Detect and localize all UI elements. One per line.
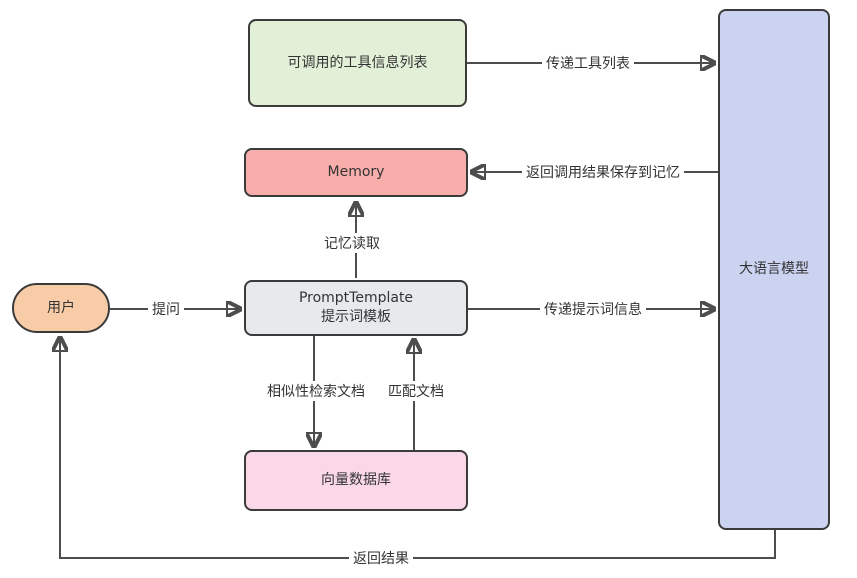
node-vector-db-label: 向量数据库 (321, 472, 391, 489)
edge-label-memory-read: 记忆读取 (320, 233, 384, 253)
node-user-label: 用户 (47, 299, 75, 316)
edge-label-return-result-to-memory: 返回调用结果保存到记忆 (522, 162, 684, 182)
node-tool-list-label: 可调用的工具信息列表 (287, 54, 428, 71)
node-memory: Memory (244, 148, 468, 197)
edge-return-result (60, 338, 776, 559)
node-user: 用户 (12, 283, 110, 333)
node-prompt-template-label-line1: PromptTemplate (298, 290, 414, 307)
edge-label-ask: 提问 (148, 299, 184, 319)
node-prompt-template: PromptTemplate 提示词模板 (244, 280, 468, 336)
node-memory-label: Memory (327, 164, 385, 181)
edge-label-similarity-search: 相似性检索文档 (263, 381, 369, 401)
edge-label-match-docs: 匹配文档 (384, 381, 448, 401)
node-tool-list: 可调用的工具信息列表 (248, 19, 467, 107)
edge-label-pass-prompt-info: 传递提示词信息 (540, 299, 646, 319)
edge-label-return-result: 返回结果 (349, 548, 413, 568)
node-vector-db: 向量数据库 (244, 450, 468, 511)
node-llm: 大语言模型 (718, 9, 830, 530)
node-llm-label: 大语言模型 (739, 261, 809, 278)
node-prompt-template-label-line2: 提示词模板 (321, 309, 391, 325)
edge-label-pass-tool-list: 传递工具列表 (542, 53, 634, 73)
